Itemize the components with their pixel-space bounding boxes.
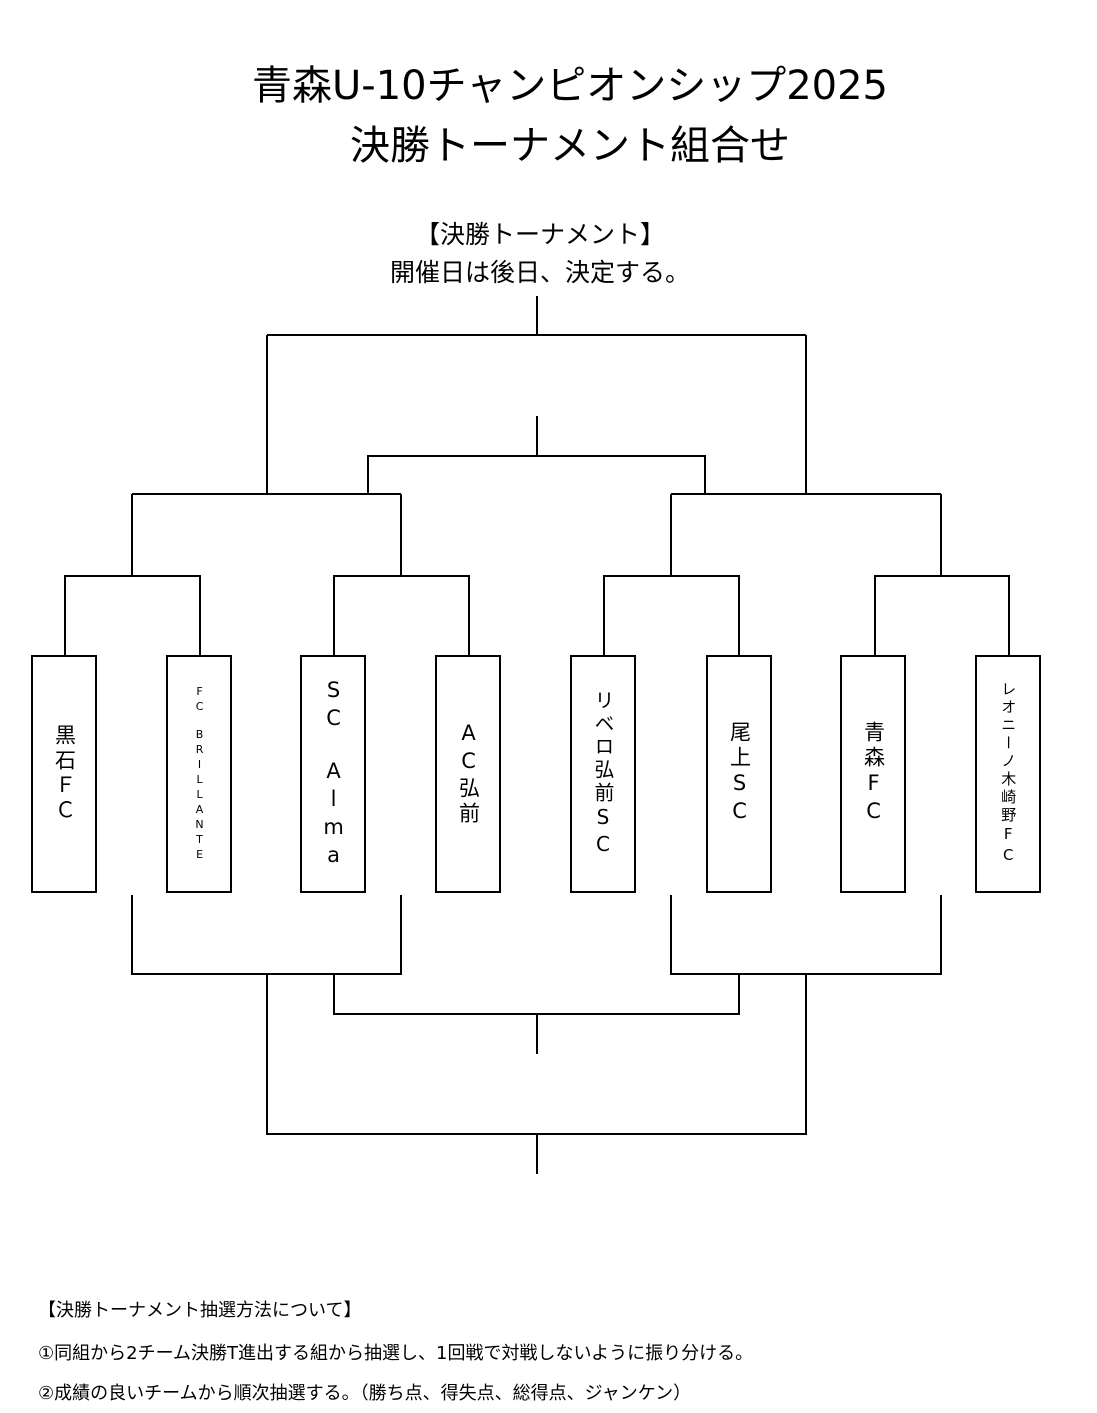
schedule-note: 開催日は後日、決定する。 [389, 258, 690, 287]
team-name: SC Alma [321, 677, 346, 871]
bracket-upper-match-4 [874, 494, 1010, 655]
team-box-6: 尾上SC [706, 655, 772, 893]
team-name: リベロ弘前SC [591, 689, 615, 859]
team-name: 青森FC [861, 721, 886, 827]
bracket-upper-third-place [367, 416, 706, 494]
team-box-1: 黒石ＦＣ [31, 655, 97, 893]
main-title: 青森U-10チャンピオンシップ2025 [251, 63, 888, 109]
team-name: FC BRILLANTE [193, 685, 207, 863]
team-box-5: リベロ弘前SC [570, 655, 636, 893]
bracket-upper-match-1 [64, 494, 201, 655]
bracket-lower-right [670, 895, 942, 975]
bracket-lower-mid [333, 974, 740, 1054]
team-box-4: AC弘前 [435, 655, 501, 893]
team-name: レオニーノ木崎野FC [999, 681, 1018, 867]
bracket-upper-match-3 [603, 494, 740, 655]
draw-method-rule-2: ②成績の良いチームから順次抽選する。（勝ち点、得失点、総得点、ジャンケン） [38, 1383, 692, 1404]
team-box-8: レオニーノ木崎野FC [975, 655, 1041, 893]
bracket-lower-left [131, 895, 402, 975]
bracket-upper-match-2 [333, 494, 470, 655]
team-name: AC弘前 [456, 721, 481, 827]
bracket-upper-semi-right [671, 335, 941, 495]
main-subtitle: 決勝トーナメント組合せ [350, 123, 790, 169]
team-name: 尾上SC [727, 721, 752, 827]
team-name: 黒石ＦＣ [52, 724, 77, 824]
bracket-upper-semi-left [132, 335, 401, 495]
draw-method-heading: 【決勝トーナメント抽選方法について】 [38, 1300, 362, 1321]
bracket-upper-final [267, 296, 806, 336]
team-box-2: FC BRILLANTE [166, 655, 232, 893]
team-box-7: 青森FC [840, 655, 906, 893]
tournament-heading: 【決勝トーナメント】 [414, 220, 665, 249]
team-box-3: SC Alma [300, 655, 366, 893]
draw-method-rule-1: ①同組から2チーム決勝T進出する組から抽選し、1回戦で対戦しないように振り分ける… [38, 1343, 754, 1364]
bracket-lower-outer [266, 974, 807, 1174]
